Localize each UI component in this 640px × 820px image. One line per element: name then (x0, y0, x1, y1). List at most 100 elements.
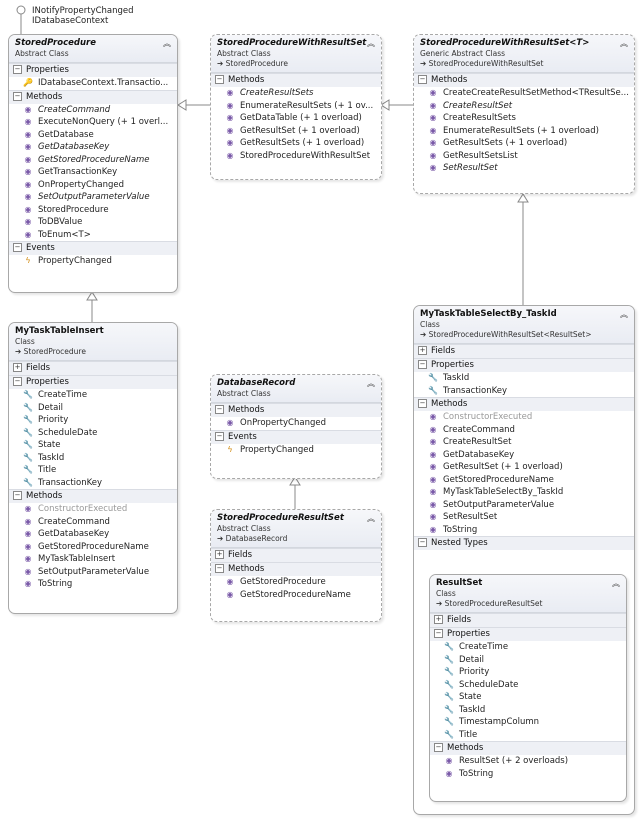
collapse-toggle-icon[interactable]: − (418, 538, 427, 547)
member-row[interactable]: 🔧ScheduleDate (9, 427, 177, 440)
class-box-stored-procedure-with-result-set-generic[interactable]: StoredProcedureWithResultSet<T> Generic … (413, 34, 635, 194)
member-row[interactable]: 🔧ScheduleDate (430, 679, 626, 692)
section-events[interactable]: −Events (9, 241, 177, 255)
member-row[interactable]: ◉ToEnum<T> (9, 229, 177, 242)
collapse-toggle-icon[interactable]: − (434, 743, 443, 752)
member-row[interactable]: ◉EnumerateResultSets (+ 1 overload) (414, 125, 634, 138)
collapse-toggle-icon[interactable]: − (13, 91, 22, 101)
section-fields[interactable]: +Fields (414, 344, 634, 358)
member-row[interactable]: ◉GetDataTable (+ 1 overload) (211, 112, 381, 125)
member-row[interactable]: ◉CreateResultSet (414, 436, 634, 449)
member-row[interactable]: 🔧TimestampColumn (430, 716, 626, 729)
section-methods[interactable]: −Methods (211, 562, 381, 576)
collapse-toggle-icon[interactable]: − (13, 243, 22, 252)
section-methods[interactable]: −Methods (9, 89, 177, 104)
class-box-stored-procedure-result-set[interactable]: StoredProcedureResultSet Abstract Class … (210, 509, 382, 622)
member-row[interactable]: 🔑IDatabaseContext.Transactio... (9, 77, 177, 90)
section-fields[interactable]: +Fields (9, 361, 177, 375)
member-row[interactable]: ◉SetOutputParameterValue (9, 191, 177, 204)
expand-toggle-icon[interactable]: + (215, 550, 224, 559)
expand-toggle-icon[interactable]: + (434, 615, 443, 624)
member-row[interactable]: ◉GetTransactionKey (9, 166, 177, 179)
class-box-my-task-table-insert[interactable]: MyTaskTableInsert Class ➔ StoredProcedur… (8, 322, 178, 614)
collapse-toggle-icon[interactable]: − (215, 564, 224, 573)
member-row[interactable]: ◉CreateCreateResultSetMethod<TResultSe..… (414, 87, 634, 100)
collapse-toggle-icon[interactable]: − (418, 360, 427, 369)
collapse-toggle-icon[interactable]: − (13, 491, 22, 500)
section-methods[interactable]: −Methods (430, 741, 626, 755)
member-row[interactable]: ◉ExecuteNonQuery (+ 1 overl... (9, 116, 177, 129)
collapse-toggle-icon[interactable]: − (215, 75, 224, 84)
member-row[interactable]: ◉SetOutputParameterValue (414, 499, 634, 512)
section-methods[interactable]: −Methods (211, 73, 381, 87)
class-box-result-set[interactable]: ResultSet Class ➔ StoredProcedureResultS… (429, 574, 627, 802)
member-row[interactable]: ◉ToString (9, 578, 177, 591)
member-row[interactable]: 🔧Title (430, 729, 626, 742)
member-row[interactable]: ◉GetDatabaseKey (9, 141, 177, 154)
member-row[interactable]: ◉GetStoredProcedureName (9, 154, 177, 167)
section-events[interactable]: −Events (211, 429, 381, 444)
section-nested-types[interactable]: −Nested Types (414, 536, 634, 550)
member-row[interactable]: ◉GetDatabaseKey (9, 528, 177, 541)
member-row[interactable]: ◉GetDatabase (9, 129, 177, 142)
section-methods[interactable]: −Methods (414, 73, 634, 87)
member-row[interactable]: ◉SetResultSet (414, 162, 634, 175)
member-row[interactable]: ◉SetResultSet (414, 511, 634, 524)
member-row[interactable]: ◉MyTaskTableInsert (9, 553, 177, 566)
member-row[interactable]: ◉ToString (430, 768, 626, 781)
member-row[interactable]: 🔧Detail (9, 402, 177, 415)
member-row[interactable]: ◉ConstructorExecuted (9, 503, 177, 516)
member-row[interactable]: 🔧TransactionKey (414, 385, 634, 398)
section-methods[interactable]: −Methods (9, 489, 177, 503)
member-row[interactable]: ◉GetStoredProcedure (211, 576, 381, 589)
member-row[interactable]: ◉ResultSet (+ 2 overloads) (430, 755, 626, 768)
section-methods[interactable]: −Methods (414, 397, 634, 411)
section-properties[interactable]: −Properties (414, 358, 634, 372)
member-row[interactable]: 🔧TaskId (9, 452, 177, 465)
member-row[interactable]: ◉SetOutputParameterValue (9, 566, 177, 579)
member-row[interactable]: 🔧State (9, 439, 177, 452)
member-row[interactable]: ◉StoredProcedure (9, 204, 177, 217)
member-row[interactable]: ◉ToDBValue (9, 216, 177, 229)
member-row[interactable]: ◉MyTaskTableSelectBy_TaskId (414, 486, 634, 499)
collapse-toggle-icon[interactable]: − (215, 431, 224, 441)
member-row[interactable]: 🔧Detail (430, 654, 626, 667)
member-row[interactable]: ◉CreateResultSets (414, 112, 634, 125)
member-row[interactable]: ◉StoredProcedureWithResultSet (211, 150, 381, 163)
member-row[interactable]: ◉GetStoredProcedureName (414, 474, 634, 487)
collapse-icon[interactable]: ︽ (367, 39, 375, 48)
collapse-icon[interactable]: ︽ (620, 310, 628, 319)
member-row[interactable]: ◉CreateCommand (414, 424, 634, 437)
class-box-stored-procedure[interactable]: StoredProcedure Abstract Class ︽ −Proper… (8, 34, 178, 293)
expand-toggle-icon[interactable]: + (13, 363, 22, 372)
collapse-toggle-icon[interactable]: − (13, 377, 22, 386)
member-row[interactable]: ◉GetStoredProcedureName (9, 541, 177, 554)
collapse-toggle-icon[interactable]: − (418, 75, 427, 84)
member-row[interactable]: ◉ConstructorExecuted (414, 411, 634, 424)
section-properties[interactable]: −Properties (9, 63, 177, 77)
member-row[interactable]: 🔧TaskId (430, 704, 626, 717)
member-row[interactable]: 🔧CreateTime (9, 389, 177, 402)
collapse-icon[interactable]: ︽ (367, 514, 375, 523)
member-row[interactable]: ◉GetResultSet (+ 1 overload) (211, 125, 381, 138)
section-fields[interactable]: +Fields (430, 613, 626, 627)
section-properties[interactable]: −Properties (430, 627, 626, 641)
member-row[interactable]: ◉GetResultSetsList (414, 150, 634, 163)
member-row[interactable]: 🔧TransactionKey (9, 477, 177, 490)
section-properties[interactable]: −Properties (9, 375, 177, 389)
member-row[interactable]: 🔧State (430, 691, 626, 704)
member-row[interactable]: ◉GetResultSet (+ 1 overload) (414, 461, 634, 474)
member-row[interactable]: ◉CreateCommand (9, 516, 177, 529)
member-row[interactable]: ◉OnPropertyChanged (211, 417, 381, 430)
collapse-icon[interactable]: ︽ (367, 379, 375, 388)
collapse-toggle-icon[interactable]: − (434, 629, 443, 638)
member-row[interactable]: ◉EnumerateResultSets (+ 1 ov... (211, 100, 381, 113)
member-row[interactable]: ◉ToString (414, 524, 634, 537)
member-row[interactable]: 🔧Priority (430, 666, 626, 679)
collapse-icon[interactable]: ︽ (163, 39, 171, 48)
expand-toggle-icon[interactable]: + (418, 346, 427, 355)
member-row[interactable]: ◉CreateCommand (9, 104, 177, 117)
member-row[interactable]: ◉OnPropertyChanged (9, 179, 177, 192)
